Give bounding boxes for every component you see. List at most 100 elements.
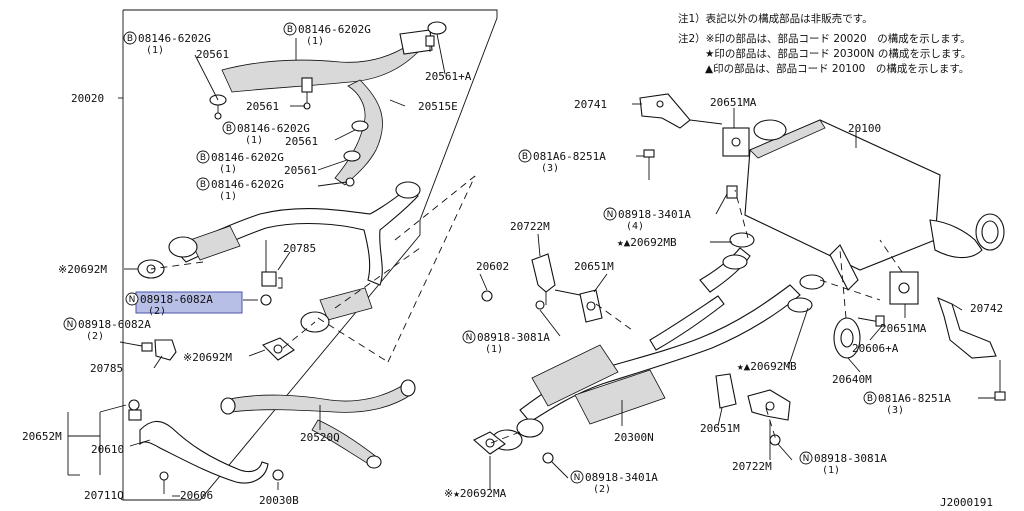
front-pipe-20515e[interactable] — [221, 29, 433, 186]
label-20785-1[interactable]: 20785 — [283, 242, 316, 255]
label-20692mb-2[interactable]: ★▲20692MB — [737, 360, 797, 373]
svg-text:B: B — [200, 153, 206, 163]
label-20602[interactable]: 20602 — [476, 260, 509, 273]
callout-081a6-8251a-1[interactable]: B 081A6-8251A (3) — [518, 149, 606, 174]
label-20100[interactable]: 20100 — [848, 122, 881, 135]
callout-08918-6082a-1-highlighted[interactable]: N 08918-6082A (2) — [125, 291, 243, 317]
nut-08918-3401a-1[interactable] — [726, 185, 738, 199]
nut-08918-3401a-2[interactable] — [542, 452, 554, 464]
mount-20651ma-1[interactable] — [722, 127, 750, 157]
svg-text:08146-6202G: 08146-6202G — [237, 122, 310, 135]
bracket-20741[interactable] — [639, 93, 723, 129]
callout-08918-3081a-2[interactable]: N 08918-3081A (1) — [799, 451, 887, 476]
gasket-20692mb-2[interactable] — [787, 274, 825, 313]
label-20692m-2[interactable]: ※20692M — [183, 351, 232, 364]
callout-08918-3401a-1[interactable]: N 08918-3401A (4) — [603, 207, 691, 232]
label-20692m-1[interactable]: ※20692M — [58, 263, 107, 276]
svg-text:B: B — [867, 394, 873, 404]
svg-text:(1): (1) — [485, 344, 503, 355]
nut-20030b[interactable] — [272, 469, 284, 481]
svg-text:08918-3401A: 08918-3401A — [618, 208, 691, 221]
callout-08918-3401a-2[interactable]: N 08918-3401A (2) — [570, 470, 658, 495]
bracket-20742[interactable] — [937, 297, 1006, 401]
svg-text:(3): (3) — [541, 163, 559, 174]
mount-20651m-2[interactable] — [715, 373, 737, 409]
leader-lines — [67, 33, 995, 497]
label-20651ma-1[interactable]: 20651MA — [710, 96, 757, 109]
label-20606a[interactable]: 20606+A — [852, 342, 899, 355]
label-20561-1[interactable]: 20561 — [196, 48, 229, 61]
svg-text:N: N — [607, 210, 614, 220]
label-20640m[interactable]: 20640M — [832, 373, 872, 386]
svg-text:08146-6202G: 08146-6202G — [138, 32, 211, 45]
callout-08146-6202g-5[interactable]: B 08146-6202G (1) — [196, 177, 284, 202]
bracket-20785-1[interactable] — [260, 240, 283, 306]
gasket-20692ma[interactable] — [473, 431, 506, 455]
mount-20651m-1[interactable] — [579, 289, 603, 323]
label-20722m-1[interactable]: 20722M — [510, 220, 550, 233]
svg-text:B: B — [226, 124, 232, 134]
svg-text:08146-6202G: 08146-6202G — [211, 151, 284, 164]
callout-08918-6082a-2[interactable]: N 08918-6082A (2) — [63, 317, 151, 342]
callout-08146-6202g-1[interactable]: B 08146-6202G (1) — [123, 31, 211, 56]
svg-text:(1): (1) — [146, 45, 164, 56]
exhaust-tube-20520q[interactable] — [220, 379, 416, 469]
svg-text:(1): (1) — [219, 191, 237, 202]
bolt-081a6-8251a-1[interactable] — [643, 149, 655, 180]
label-20020[interactable]: 20020 — [71, 92, 104, 105]
callout-08918-3081a-1[interactable]: N 08918-3081A (1) — [462, 330, 550, 355]
label-20561-4[interactable]: 20561 — [284, 164, 317, 177]
svg-text:N: N — [466, 333, 473, 343]
nut-20602[interactable] — [481, 290, 493, 302]
clamp-20561-2[interactable] — [301, 77, 313, 110]
svg-text:(4): (4) — [626, 221, 644, 232]
label-20561-2[interactable]: 20561 — [246, 100, 279, 113]
bracket-20711q[interactable] — [128, 399, 269, 494]
label-20610[interactable]: 20610 — [91, 443, 124, 456]
label-20651m-2[interactable]: 20651M — [700, 422, 740, 435]
label-20520q[interactable]: 20520Q — [300, 431, 340, 444]
bracket-20722m-2[interactable] — [747, 389, 791, 421]
label-20561-3[interactable]: 20561 — [285, 135, 318, 148]
label-20742[interactable]: 20742 — [970, 302, 1003, 315]
label-20300n[interactable]: 20300N — [614, 431, 654, 444]
clamp-20561-3[interactable] — [343, 120, 369, 187]
label-20515e[interactable]: 20515E — [418, 100, 458, 113]
label-20711q[interactable]: 20711Q — [84, 489, 124, 502]
label-20651ma-2[interactable]: 20651MA — [880, 322, 927, 335]
label-20606[interactable]: 20606 — [180, 489, 213, 502]
svg-text:08918-6082A: 08918-6082A — [78, 318, 151, 331]
callout-081a6-8251a-2[interactable]: B 081A6-8251A (3) — [863, 391, 951, 416]
bracket-20722m-1[interactable] — [531, 253, 586, 305]
label-20741[interactable]: 20741 — [574, 98, 607, 111]
note-2: 注2）※印の部品は、部品コード 20020 の構成を示します。 — [678, 32, 971, 45]
label-20785-2[interactable]: 20785 — [90, 362, 123, 375]
bolt-20606a[interactable] — [857, 315, 885, 327]
callout-08146-6202g-4[interactable]: B 08146-6202G (1) — [196, 150, 284, 175]
svg-text:(1): (1) — [306, 36, 324, 47]
gasket-20692m-2[interactable] — [262, 337, 295, 361]
svg-text:(1): (1) — [219, 164, 237, 175]
label-20692ma[interactable]: ※★20692MA — [444, 487, 507, 500]
svg-text:B: B — [522, 152, 528, 162]
clamp-20561a[interactable] — [425, 21, 447, 52]
gasket-20692mb-1[interactable] — [722, 232, 755, 270]
label-20561a[interactable]: 20561+A — [425, 70, 472, 83]
svg-text:08918-3081A: 08918-3081A — [814, 452, 887, 465]
callout-08146-6202g-3[interactable]: B 08146-6202G (1) — [222, 121, 310, 146]
bolt-08918-6082a[interactable] — [141, 339, 177, 361]
label-20692mb-1[interactable]: ★▲20692MB — [617, 236, 677, 249]
mount-20651ma-2[interactable] — [889, 271, 919, 305]
label-20722m-2[interactable]: 20722M — [732, 460, 772, 473]
label-20030b[interactable]: 20030B — [259, 494, 299, 507]
clamp-20561-1[interactable] — [209, 94, 227, 120]
front-tube-20020[interactable] — [168, 181, 421, 333]
nut-08918-3081a-1[interactable] — [535, 300, 545, 310]
callout-08146-6202g-2[interactable]: B 08146-6202G (1) — [283, 22, 371, 47]
mount-20640m[interactable] — [833, 317, 861, 359]
assembly-20020-outline — [122, 9, 498, 501]
label-20651m-1[interactable]: 20651M — [574, 260, 614, 273]
main-muffler-20100[interactable] — [744, 119, 1005, 291]
label-20652m[interactable]: 20652M — [22, 430, 62, 443]
